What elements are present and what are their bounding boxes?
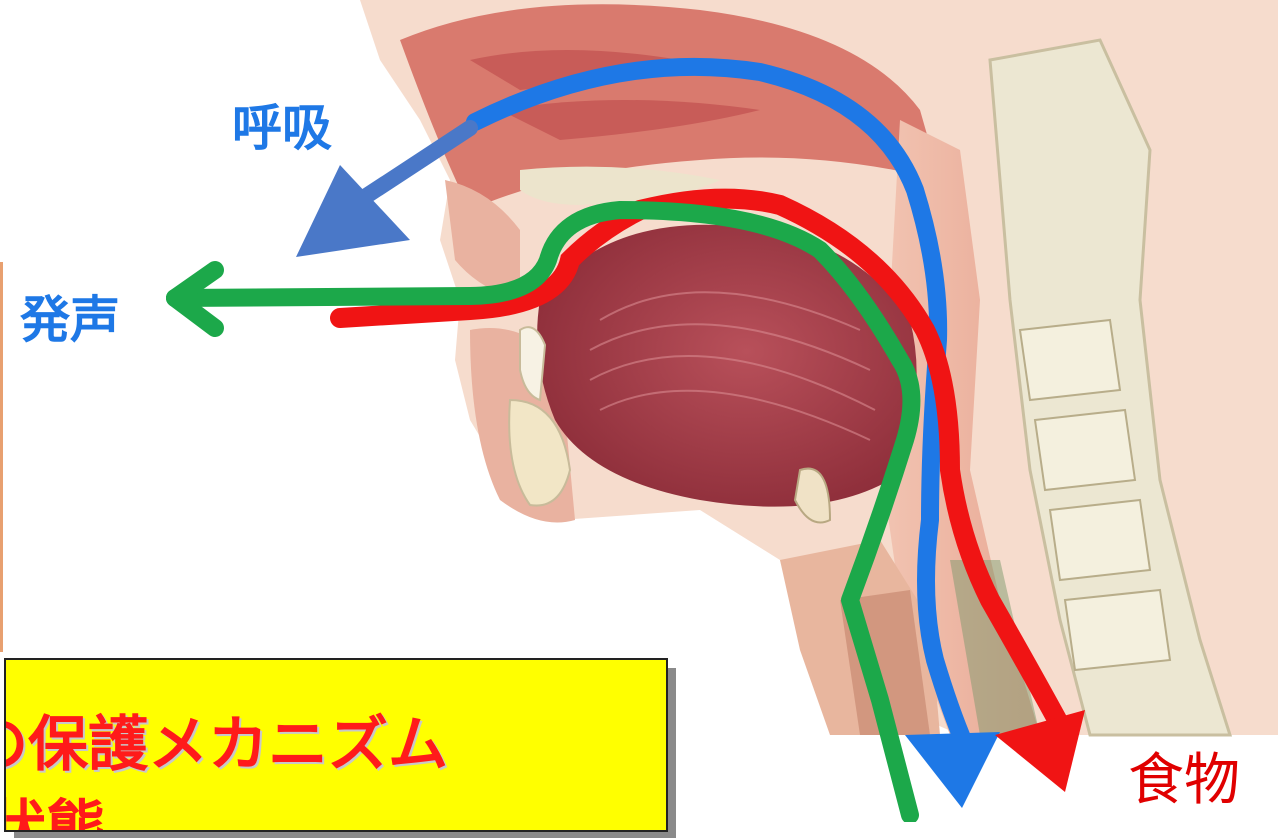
vertebra-1 bbox=[1020, 320, 1120, 400]
callout-title: の保護メカニズム bbox=[4, 696, 448, 783]
side-border-line bbox=[0, 262, 3, 652]
vertebra-3 bbox=[1050, 500, 1150, 580]
breathing-path-arrowhead bbox=[905, 732, 1000, 808]
breathing-label: 呼吸 bbox=[232, 88, 332, 160]
callout-subtitle: 状態 bbox=[4, 780, 106, 832]
vertebra-2 bbox=[1035, 410, 1135, 490]
vertebra-4 bbox=[1065, 590, 1170, 670]
food-label: 食物 bbox=[1128, 735, 1240, 816]
voice-label: 発声 bbox=[20, 280, 120, 352]
callout-box: の保護メカニズム 状態 bbox=[4, 658, 668, 832]
